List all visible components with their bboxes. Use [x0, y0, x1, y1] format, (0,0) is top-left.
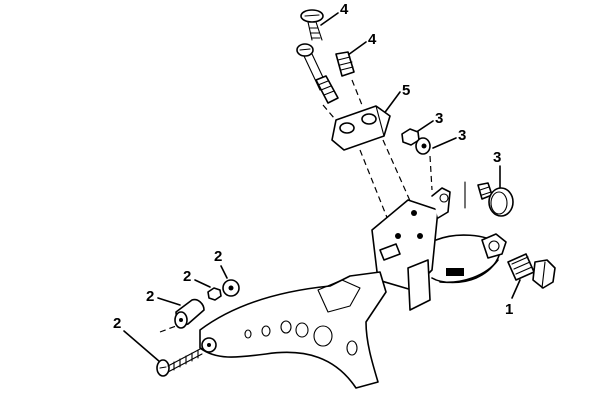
callout-4-top: 4 — [340, 1, 349, 18]
clamp-block-icon — [331, 105, 391, 151]
callout-2-nut: 2 — [183, 268, 192, 285]
callout-2-spacer: 2 — [146, 288, 155, 305]
bracket-assembly-icon — [371, 187, 507, 311]
lever-arm-icon — [199, 271, 387, 389]
screw-4a-icon — [300, 9, 324, 41]
callout-4: 4 — [368, 31, 377, 48]
spacer-nut-washer-icon — [159, 279, 240, 333]
callout-3-nut: 3 — [435, 110, 444, 127]
nut-washer-icon — [401, 128, 433, 191]
knob-icon — [464, 181, 514, 217]
bottom-screw-icon — [156, 347, 203, 377]
leader-lines — [123, 12, 521, 363]
callout-3-knob: 3 — [493, 149, 502, 166]
callout-1: 1 — [505, 301, 514, 318]
callout-3-washer: 3 — [458, 127, 467, 144]
callout-2-screw: 2 — [113, 315, 122, 332]
hex-bolt-icon — [507, 253, 556, 289]
callout-5: 5 — [402, 82, 411, 99]
screw-long-icon — [296, 43, 339, 104]
callout-2-washer: 2 — [214, 248, 223, 265]
